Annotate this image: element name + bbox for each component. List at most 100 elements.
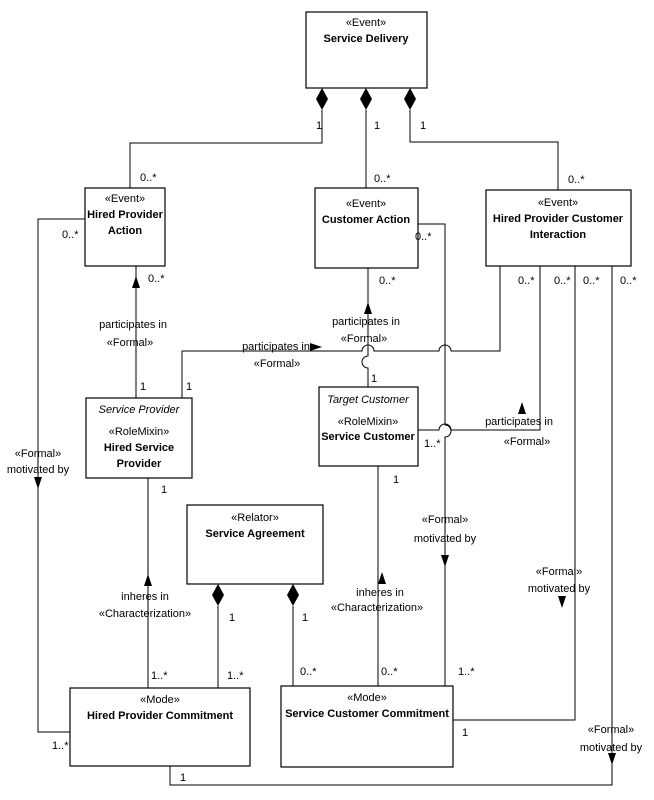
arrow-down-icon (608, 753, 616, 765)
multiplicity-label: 1 (393, 474, 399, 486)
class-hired-provider-action[interactable]: «Event» Hired Provider Action (84, 187, 166, 267)
multiplicity-label: 1..* (424, 438, 441, 450)
role-label: Service Provider (99, 404, 181, 416)
stereotype-label: «Event» (105, 193, 145, 205)
multiplicity-label: 0..* (300, 666, 317, 678)
stereotype-label: «Formal» (107, 337, 153, 349)
composition-diamond (212, 584, 224, 606)
class-name: Service Customer (321, 431, 415, 443)
class-name: Provider (117, 458, 162, 470)
multiplicity-label: 1 (316, 120, 322, 132)
class-hired-provider-customer-interaction[interactable]: «Event» Hired Provider Customer Interact… (485, 189, 632, 267)
class-name: Service Agreement (205, 528, 305, 540)
composition-diamond (404, 88, 416, 110)
arrow-up-icon (132, 276, 140, 288)
stereotype-label: «Formal» (422, 514, 468, 526)
association-label: motivated by (414, 533, 477, 545)
multiplicity-label: 0..* (568, 174, 585, 186)
arrow-up-icon (518, 402, 526, 414)
association-label: participates in (332, 316, 400, 328)
stereotype-label: «Mode» (347, 692, 387, 704)
multiplicity-label: 1 (420, 120, 426, 132)
composition-diamond (316, 88, 328, 110)
class-customer-action[interactable]: «Event» Customer Action (314, 187, 419, 269)
stereotype-label: «RoleMixin» (109, 426, 170, 438)
multiplicity-label: 0..* (379, 275, 396, 287)
multiplicity-label: 0..* (583, 275, 600, 287)
stereotype-label: «Formal» (15, 448, 61, 460)
stereotype-label: «Formal» (536, 566, 582, 578)
multiplicity-label: 1 (161, 484, 167, 496)
arrow-down-icon (558, 596, 566, 608)
association-labels: participates in «Formal» participates in… (7, 316, 643, 754)
stereotype-label: «Formal» (254, 358, 300, 370)
association-label: motivated by (7, 464, 70, 476)
multiplicity-label: 0..* (374, 173, 391, 185)
stereotype-label: «Event» (346, 198, 386, 210)
arrow-up-icon (364, 302, 372, 314)
class-name: Action (108, 225, 143, 237)
composition-diamond (360, 88, 372, 110)
stereotype-label: «Characterization» (99, 608, 191, 620)
stereotype-label: «RoleMixin» (338, 416, 399, 428)
class-hired-service-provider[interactable]: Service Provider «RoleMixin» Hired Servi… (85, 397, 193, 479)
composition-diamond (287, 584, 299, 606)
multiplicity-label: 0..* (415, 231, 432, 243)
multiplicity-label: 0..* (140, 172, 157, 184)
arrow-down-icon (34, 477, 42, 489)
association-label: inheres in (121, 591, 169, 603)
class-name: Service Customer Commitment (285, 708, 449, 720)
multiplicity-label: 1..* (227, 670, 244, 682)
multiplicity-label: 1 (229, 612, 235, 624)
participates-line-hsp-hpci (181, 266, 501, 398)
association-label: motivated by (528, 583, 591, 595)
composition-line-hpc-interaction (409, 110, 559, 190)
arrow-down-icon (441, 555, 449, 567)
class-name: Service Delivery (323, 33, 409, 45)
multiplicity-label: 0..* (381, 666, 398, 678)
multiplicity-label: 1 (371, 373, 377, 385)
association-label: participates in (242, 341, 310, 353)
motivated-line-hpcomm-hpci (169, 266, 613, 786)
class-name: Interaction (530, 229, 587, 241)
association-label: participates in (99, 319, 167, 331)
class-service-customer[interactable]: Target Customer «RoleMixin» Service Cust… (318, 386, 419, 467)
stereotype-label: «Relator» (231, 512, 279, 524)
multiplicities: 1 1 1 0..* 0..* 0..* 0..* 0..* 0..* 0..*… (52, 120, 637, 784)
multiplicity-label: 1..* (151, 670, 168, 682)
arrow-up-icon (378, 572, 386, 584)
role-label: Target Customer (327, 394, 410, 406)
stereotype-label: «Event» (538, 197, 578, 209)
class-hired-provider-commitment[interactable]: «Mode» Hired Provider Commitment (69, 687, 251, 767)
stereotype-label: «Formal» (504, 436, 550, 448)
arrow-up-icon (144, 574, 152, 586)
association-label: participates in (485, 416, 553, 428)
multiplicity-label: 1 (462, 727, 468, 739)
class-name: Customer Action (322, 214, 410, 226)
stereotype-label: «Mode» (140, 694, 180, 706)
stereotype-label: «Characterization» (331, 602, 423, 614)
multiplicity-label: 1..* (458, 666, 475, 678)
class-name: Hired Provider (87, 209, 164, 221)
multiplicity-label: 1 (374, 120, 380, 132)
class-service-agreement[interactable]: «Relator» Service Agreement (186, 504, 324, 585)
multiplicity-label: 0..* (620, 275, 637, 287)
multiplicity-label: 0..* (554, 275, 571, 287)
association-label: motivated by (580, 742, 643, 754)
multiplicity-label: 1 (180, 772, 186, 784)
composition-diamonds (212, 88, 416, 606)
motivated-line-hpc-hpa (37, 218, 85, 733)
motivated-line-scc-ca (418, 223, 452, 686)
direction-arrows (34, 276, 616, 765)
participates-line-sc-ca (361, 268, 369, 387)
multiplicity-label: 0..* (62, 229, 79, 241)
multiplicity-label: 1..* (52, 740, 69, 752)
multiplicity-label: 0..* (518, 275, 535, 287)
multiplicity-label: 1 (302, 612, 308, 624)
class-service-delivery[interactable]: «Event» Service Delivery (305, 11, 428, 89)
class-service-customer-commitment[interactable]: «Mode» Service Customer Commitment (280, 685, 454, 768)
multiplicity-label: 0..* (148, 273, 165, 285)
motivated-line-scc-hpci (453, 266, 576, 721)
connectors (37, 110, 613, 786)
